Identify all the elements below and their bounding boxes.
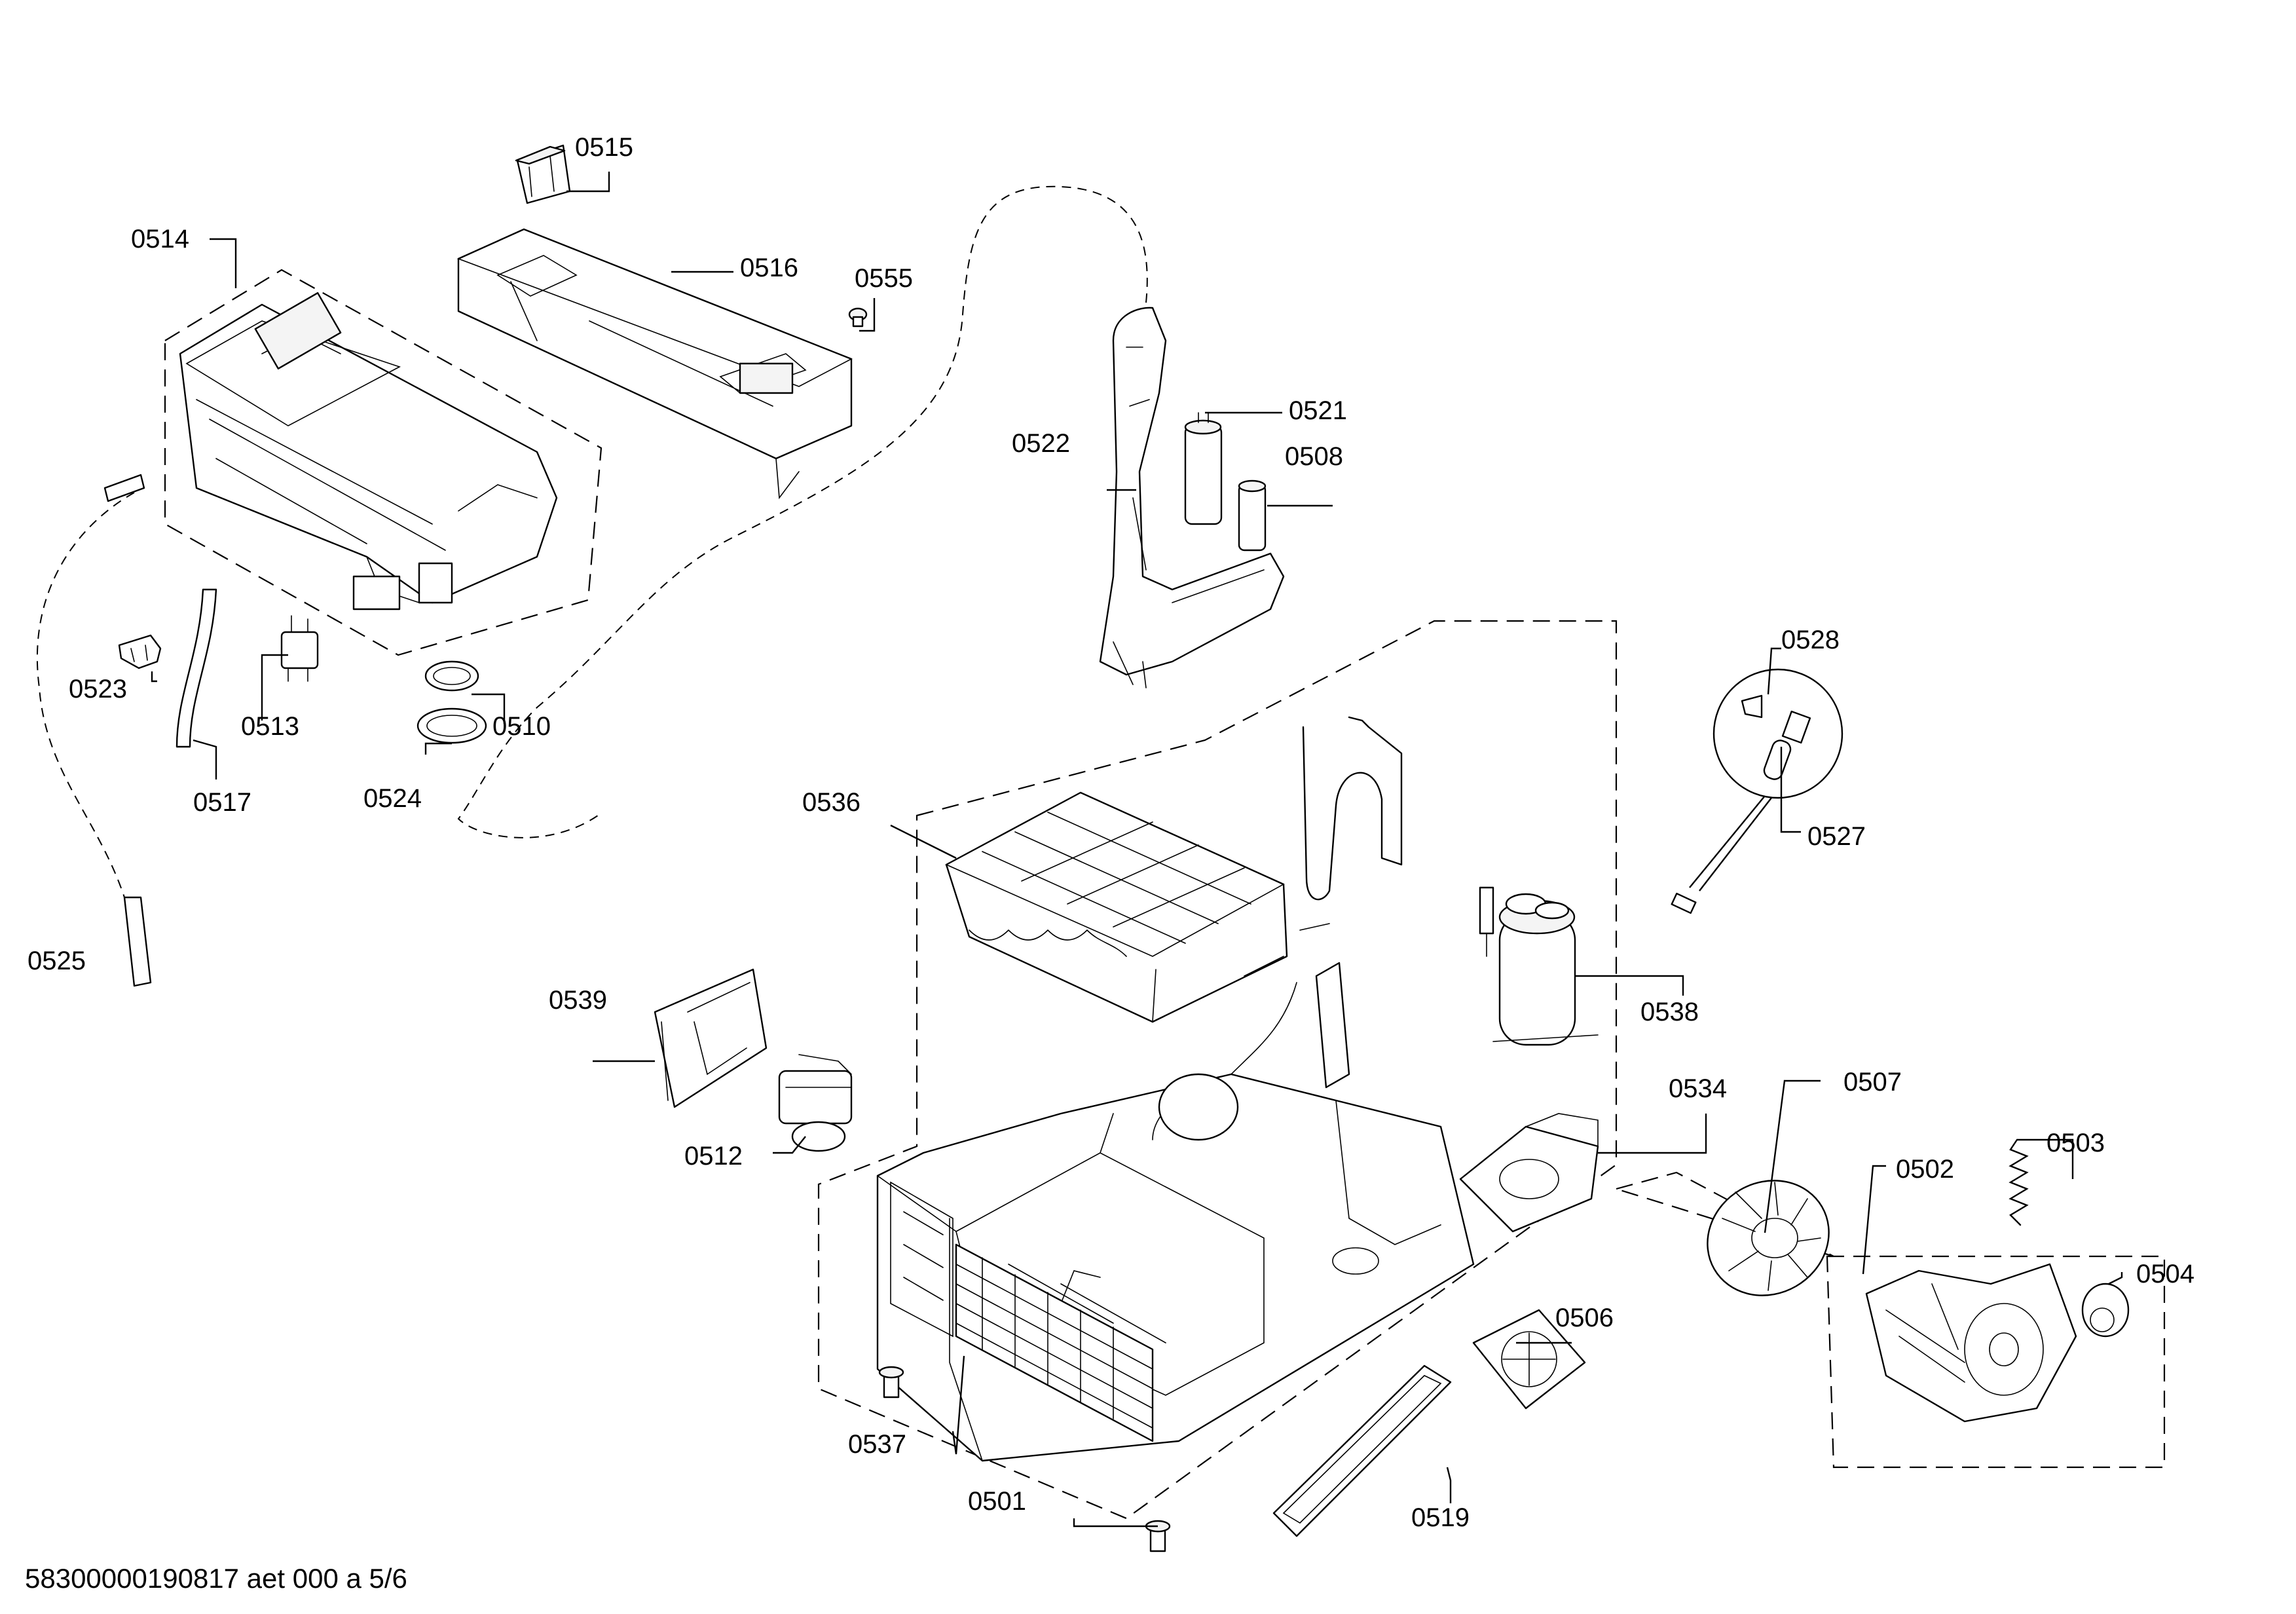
sensor-link	[1689, 795, 1772, 891]
label-0523: 0523	[69, 675, 127, 704]
label-0507: 0507	[1843, 1068, 1902, 1097]
label-0555: 0555	[855, 264, 913, 293]
label-0515: 0515	[575, 133, 633, 162]
part-0521-capacitor	[1184, 412, 1223, 525]
group-0514-outline	[164, 269, 602, 656]
part-0502-motor	[1865, 1263, 2077, 1423]
label-0513: 0513	[241, 712, 299, 741]
part-0534-plate	[1459, 1113, 1599, 1233]
part-base-frame	[876, 982, 1475, 1462]
part-0538-compressor	[1479, 886, 1599, 1046]
label-0524: 0524	[363, 784, 422, 813]
base-assembly-outline	[817, 620, 1618, 1520]
label-0519: 0519	[1411, 1503, 1470, 1532]
part-0519-gasket	[1272, 1364, 1452, 1537]
part-base-honeycomb	[955, 1243, 1154, 1442]
part-0522-duct	[1099, 307, 1285, 688]
label-0502: 0502	[1896, 1155, 1954, 1184]
label-0536: 0536	[802, 788, 861, 817]
part-bracket	[1315, 962, 1350, 1089]
part-0539-bracket	[654, 968, 768, 1108]
label-0539: 0539	[549, 986, 607, 1015]
label-0503: 0503	[2046, 1129, 2105, 1157]
part-0510-seal	[424, 660, 479, 692]
label-0528: 0528	[1781, 626, 1840, 654]
label-0501: 0501	[968, 1487, 1026, 1516]
leader-lines	[151, 172, 2123, 1528]
label-0517: 0517	[193, 788, 251, 817]
part-0525-hose	[103, 474, 152, 987]
label-0525: 0525	[28, 947, 86, 975]
part-0555-knob	[848, 307, 868, 328]
part-0515-insert	[515, 144, 571, 204]
part-0512-pump	[778, 1054, 853, 1152]
part-0516-tank	[456, 228, 853, 500]
part-0504-coupling	[2081, 1283, 2130, 1338]
part-0527-sensor	[1763, 710, 1811, 780]
hose-path-0525	[36, 492, 135, 898]
document-id: 58300000190817 aet 000 a 5/6	[25, 1563, 407, 1594]
part-0536-pipes	[1299, 716, 1403, 931]
part-0508-capacitor	[1238, 479, 1267, 552]
label-0504: 0504	[2136, 1260, 2194, 1288]
label-0508: 0508	[1285, 442, 1343, 471]
label-0510: 0510	[492, 712, 551, 741]
part-0537-screw	[878, 1366, 904, 1398]
label-0506: 0506	[1555, 1304, 1614, 1332]
label-0522: 0522	[1012, 429, 1070, 458]
label-0521: 0521	[1289, 396, 1347, 425]
sensor-detail-circle	[1713, 668, 1843, 799]
label-0527: 0527	[1807, 822, 1866, 851]
label-0534: 0534	[1669, 1074, 1727, 1103]
part-sensor-connector	[1671, 892, 1697, 914]
motor-assembly-outline	[1826, 1255, 2166, 1469]
part-0507-fan-wheel	[1707, 1180, 1830, 1296]
hose-path-0522	[457, 185, 1148, 838]
label-0537: 0537	[848, 1430, 906, 1459]
label-0512: 0512	[684, 1142, 743, 1171]
part-0506-fan	[1472, 1309, 1586, 1410]
part-0501-screw	[1145, 1520, 1171, 1552]
part-0536-heat-exchanger	[945, 791, 1288, 1023]
part-0524-seal	[417, 707, 487, 744]
part-0523-clip	[118, 634, 162, 669]
part-0503-spring	[2009, 1138, 2029, 1226]
part-0517-hose	[176, 588, 217, 748]
label-0516: 0516	[740, 253, 798, 282]
part-0528-clip	[1741, 694, 1763, 719]
label-0514: 0514	[131, 225, 189, 253]
part-0513-valve	[280, 615, 319, 682]
label-0538: 0538	[1640, 998, 1699, 1026]
part-0514-housing	[179, 291, 558, 610]
